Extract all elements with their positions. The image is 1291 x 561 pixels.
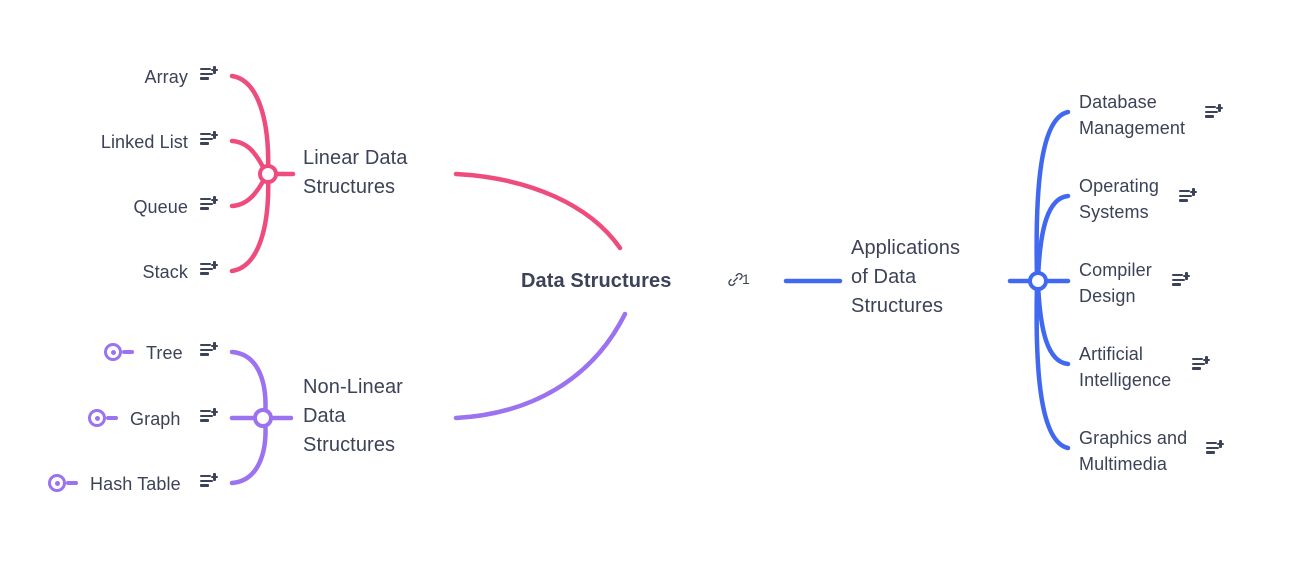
plus-horizontal — [211, 133, 219, 136]
branch-label-applications[interactable]: Applications of Data Structures — [851, 237, 961, 317]
note-line — [1172, 274, 1183, 277]
note-line — [200, 344, 211, 347]
note-line — [200, 198, 211, 201]
bullet-dot — [54, 480, 60, 486]
bullet-dot — [94, 415, 100, 421]
leaf-label-graph[interactable]: Graph — [130, 409, 181, 429]
add-note-icon[interactable] — [1206, 440, 1225, 456]
plus-horizontal — [1183, 274, 1191, 277]
link-icon[interactable] — [727, 271, 744, 288]
bullet-stub — [66, 481, 78, 485]
root-node-label[interactable]: Data Structures — [521, 270, 672, 292]
note-line — [1192, 362, 1205, 365]
note-line — [200, 484, 209, 487]
note-line — [1205, 115, 1214, 118]
leaf-label-array[interactable]: Array — [144, 67, 188, 87]
note-line — [200, 207, 209, 210]
add-note-icon[interactable] — [200, 473, 219, 489]
leaf-label-hash-table[interactable]: Hash Table — [90, 474, 181, 494]
bullet-stub — [122, 350, 134, 354]
add-note-icon[interactable] — [1179, 188, 1198, 204]
leaf-label-linked-list[interactable]: Linked List — [100, 132, 188, 152]
branch-knob-nonlinear[interactable] — [253, 408, 273, 428]
note-line — [200, 133, 211, 136]
leaf-label-tree[interactable]: Tree — [146, 343, 183, 363]
note-line — [1172, 283, 1181, 286]
plus-horizontal — [211, 344, 219, 347]
leaf-label-artificial-intelligence[interactable]: Artificial Intelligence — [1079, 344, 1172, 390]
note-line — [200, 475, 211, 478]
collapse-dot-icon[interactable] — [48, 474, 78, 492]
collapse-dot-icon[interactable] — [104, 343, 134, 361]
add-note-icon[interactable] — [1205, 104, 1224, 120]
note-line — [1206, 446, 1219, 449]
note-line — [1205, 106, 1216, 109]
add-note-icon[interactable] — [200, 196, 219, 212]
plus-horizontal — [211, 410, 219, 413]
note-line — [200, 267, 213, 270]
note-line — [200, 410, 211, 413]
note-line — [200, 68, 211, 71]
note-line — [200, 137, 213, 140]
note-line — [1179, 190, 1190, 193]
add-note-icon[interactable] — [200, 66, 219, 82]
leaf-label-stack[interactable]: Stack — [142, 262, 188, 282]
note-line — [200, 479, 213, 482]
add-note-icon[interactable] — [200, 342, 219, 358]
add-note-icon[interactable] — [1192, 356, 1211, 372]
note-line — [1172, 278, 1185, 281]
branch-label-linear[interactable]: Linear Data Structures — [303, 147, 408, 198]
plus-horizontal — [211, 198, 219, 201]
plus-horizontal — [1203, 358, 1211, 361]
add-note-icon[interactable] — [200, 131, 219, 147]
leaf-label-graphics-and-multimedia[interactable]: Graphics and Multimedia — [1079, 428, 1188, 474]
branch-knob-linear[interactable] — [258, 164, 278, 184]
note-line — [200, 77, 209, 80]
note-line — [200, 353, 209, 356]
note-line — [1206, 442, 1217, 445]
plus-horizontal — [1217, 442, 1225, 445]
note-line — [200, 419, 209, 422]
add-note-icon[interactable] — [200, 408, 219, 424]
note-line — [1206, 451, 1215, 454]
note-line — [200, 272, 209, 275]
plus-horizontal — [1190, 190, 1198, 193]
bullet-dot — [110, 349, 116, 355]
note-line — [200, 348, 213, 351]
branch-knob-applications[interactable] — [1028, 271, 1048, 291]
add-note-icon[interactable] — [1172, 272, 1191, 288]
note-line — [1179, 194, 1192, 197]
leaf-label-operating-systems[interactable]: Operating Systems — [1079, 176, 1159, 222]
note-line — [1205, 110, 1218, 113]
leaf-label-queue[interactable]: Queue — [133, 197, 188, 217]
bullet-stub — [106, 416, 118, 420]
note-line — [1192, 358, 1203, 361]
note-line — [200, 72, 213, 75]
branch-label-nonlinear[interactable]: Non-Linear Data Structures — [303, 376, 403, 456]
note-line — [1179, 199, 1188, 202]
plus-horizontal — [211, 263, 219, 266]
collapse-dot-icon[interactable] — [88, 409, 118, 427]
leaf-label-compiler-design[interactable]: Compiler Design — [1079, 260, 1152, 306]
plus-horizontal — [1216, 106, 1224, 109]
note-line — [200, 263, 211, 266]
plus-horizontal — [211, 475, 219, 478]
link-count-label: 1 — [742, 271, 750, 287]
leaf-label-database-management[interactable]: Database Management — [1079, 92, 1186, 138]
note-line — [200, 142, 209, 145]
note-line — [1192, 367, 1201, 370]
add-note-icon[interactable] — [200, 261, 219, 277]
note-line — [200, 202, 213, 205]
note-line — [200, 414, 213, 417]
plus-horizontal — [211, 68, 219, 71]
